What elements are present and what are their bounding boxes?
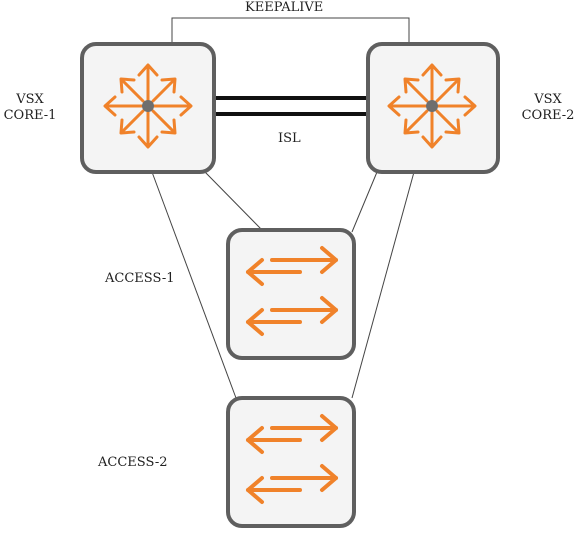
core-switch-2 (366, 42, 500, 174)
link-core2-access1 (351, 171, 378, 233)
core-switch-1 (80, 42, 216, 174)
access-switch-2 (226, 396, 356, 528)
core2-label-line2: CORE-2 (521, 108, 575, 123)
keepalive-label: KEEPALIVE (245, 0, 324, 15)
link-core1-access2 (151, 171, 237, 399)
access-switch-icon (246, 414, 338, 504)
core2-label: VSX CORE-2 (520, 92, 576, 124)
access-switch-1 (226, 228, 356, 360)
core2-label-line1: VSX (534, 92, 562, 107)
isl-link (214, 96, 372, 116)
keepalive-link (171, 17, 410, 47)
access-switch-icon (246, 246, 338, 336)
core1-label-line2: CORE-1 (3, 108, 57, 123)
link-core2-access2 (351, 171, 415, 399)
connection-links (151, 17, 415, 399)
isl-label: ISL (278, 131, 301, 146)
core1-label: VSX CORE-1 (2, 92, 58, 124)
access2-label: ACCESS-2 (98, 455, 168, 470)
core1-label-line1: VSX (16, 92, 44, 107)
access1-label: ACCESS-1 (105, 271, 175, 286)
link-core1-access1 (204, 171, 263, 231)
